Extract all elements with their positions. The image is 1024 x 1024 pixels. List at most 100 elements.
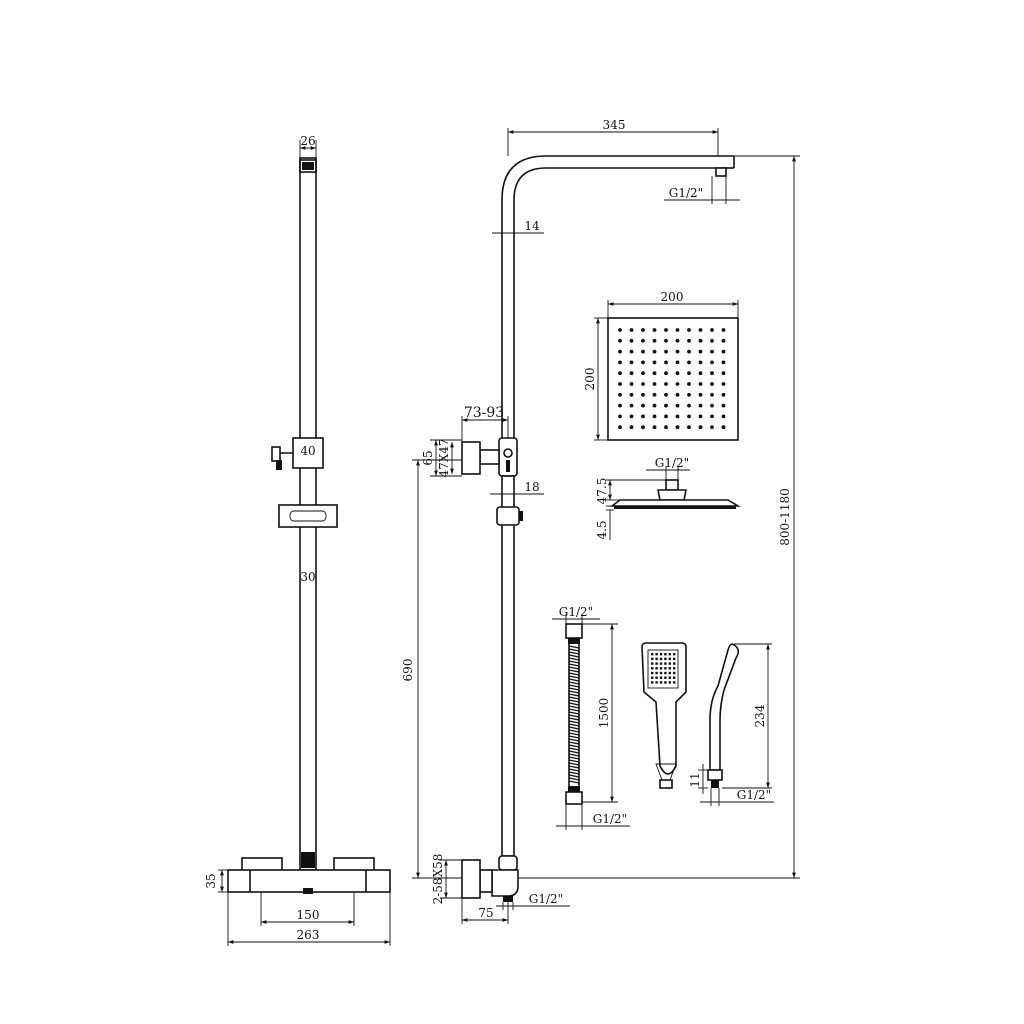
- hose-coil: [568, 777, 580, 781]
- hose-coil: [568, 738, 580, 742]
- handset-nozzle: [673, 653, 676, 656]
- dim-handset-length: 234: [753, 704, 767, 727]
- hose-coil: [568, 732, 580, 736]
- hose-coil: [568, 708, 580, 712]
- handset-nozzle: [655, 662, 658, 665]
- handset-nozzle: [664, 681, 667, 684]
- head-side-body: [609, 499, 741, 507]
- nozzle-dot: [664, 328, 668, 332]
- hose-bottom-nut: [565, 791, 583, 805]
- handset-nozzle: [651, 653, 654, 656]
- nozzle-dot: [664, 392, 668, 397]
- hose-coils: [568, 644, 580, 786]
- nozzle-dot: [629, 392, 634, 397]
- handset-nozzle: [655, 676, 658, 679]
- handset-side-body: [709, 643, 740, 771]
- front-rail-cap-fill: [302, 162, 314, 170]
- nozzle-dot: [710, 349, 714, 354]
- dim-head-depth: 47.5: [595, 478, 609, 505]
- side-arm-outlet: [715, 167, 727, 177]
- hose-coil: [568, 768, 580, 772]
- dim-head-width: 200: [661, 290, 684, 304]
- shower-head-dimensions: 200 200: [583, 290, 738, 440]
- hose-bottom-ferrule: [568, 786, 580, 792]
- hose-coil: [568, 699, 580, 703]
- side-bracket-lever: [506, 460, 510, 472]
- hose-coil: [568, 663, 580, 667]
- nozzle-dot: [664, 382, 668, 386]
- hose-coil: [568, 771, 580, 775]
- handset-nozzle: [651, 667, 654, 670]
- hose-top-ferrule: [568, 638, 580, 644]
- head-side-neck: [657, 489, 687, 501]
- handset-nozzle: [664, 667, 667, 670]
- nozzle-dot: [710, 371, 714, 376]
- nozzle-dot: [675, 382, 680, 386]
- nozzle-dot: [641, 382, 645, 386]
- nozzle-dot: [641, 392, 645, 397]
- nozzle-dot: [652, 403, 657, 408]
- handset-nozzle: [668, 671, 671, 675]
- nozzle-dot: [721, 360, 726, 365]
- hose-coil: [568, 651, 580, 655]
- nozzle-dot: [652, 328, 657, 332]
- nozzle-dot: [618, 425, 622, 430]
- handset-nozzle: [664, 671, 667, 675]
- nozzle-dot: [618, 349, 622, 354]
- nozzle-dot: [652, 392, 657, 397]
- nozzle-dot: [710, 403, 714, 408]
- nozzle-dot: [687, 371, 691, 376]
- handset-nozzle: [655, 671, 658, 675]
- dim-bracket-height: 65: [421, 450, 435, 465]
- handset-front-body: [641, 642, 687, 775]
- nozzle-dot: [618, 403, 622, 408]
- handset-nozzle: [673, 662, 676, 665]
- hose-coil: [568, 660, 580, 664]
- handset-side-connector: [711, 780, 719, 788]
- dim-mixer-centers: 150: [297, 908, 320, 922]
- hose-coil: [568, 780, 580, 784]
- hose-coil: [568, 765, 580, 769]
- side-bracket-screw: [503, 448, 513, 458]
- nozzle-dot: [675, 414, 680, 419]
- hose-coil: [568, 645, 580, 649]
- nozzle-dot: [641, 414, 645, 419]
- handset-nozzle: [659, 676, 663, 679]
- handset-nozzle: [664, 653, 667, 656]
- nozzle-dot: [675, 349, 680, 354]
- side-slider-knob: [519, 511, 523, 521]
- dim-elbow-inlet: G1/2": [529, 892, 563, 906]
- nozzle-dot: [652, 382, 657, 386]
- hose-coil: [568, 774, 580, 778]
- handset-nozzle: [673, 681, 676, 684]
- handset-nozzle: [651, 671, 654, 675]
- nozzle-dot: [710, 338, 714, 343]
- nozzle-dot: [629, 414, 634, 419]
- handset-nozzle: [659, 662, 663, 665]
- side-elbow: [491, 869, 519, 897]
- nozzle-dot: [698, 338, 703, 343]
- nozzle-dot: [698, 371, 703, 376]
- head-side-plate: [614, 506, 736, 509]
- nozzle-dot: [652, 414, 657, 419]
- dim-handset-stub: 11: [688, 772, 702, 787]
- side-view: [461, 155, 735, 902]
- dim-bracket-projection: 73-93: [464, 405, 504, 421]
- nozzle-dot: [675, 360, 680, 365]
- dim-bracket-width: 40: [300, 444, 315, 458]
- handset-nozzle: [664, 662, 667, 665]
- nozzle-dot: [618, 392, 622, 397]
- hose-coil: [568, 648, 580, 652]
- front-bracket-lever: [276, 460, 282, 470]
- dim-arm-outlet: G1/2": [669, 186, 703, 200]
- nozzle-dot: [687, 414, 691, 419]
- handset-nozzle: [651, 681, 654, 684]
- hose-coil: [568, 720, 580, 724]
- nozzle-dot: [698, 382, 703, 386]
- handset-nozzle: [655, 653, 658, 656]
- nozzle-dot: [687, 338, 691, 343]
- handset-nozzle: [664, 676, 667, 679]
- nozzle-dot: [641, 328, 645, 332]
- front-bracket-knob-head: [271, 446, 281, 462]
- hose-coil: [568, 735, 580, 739]
